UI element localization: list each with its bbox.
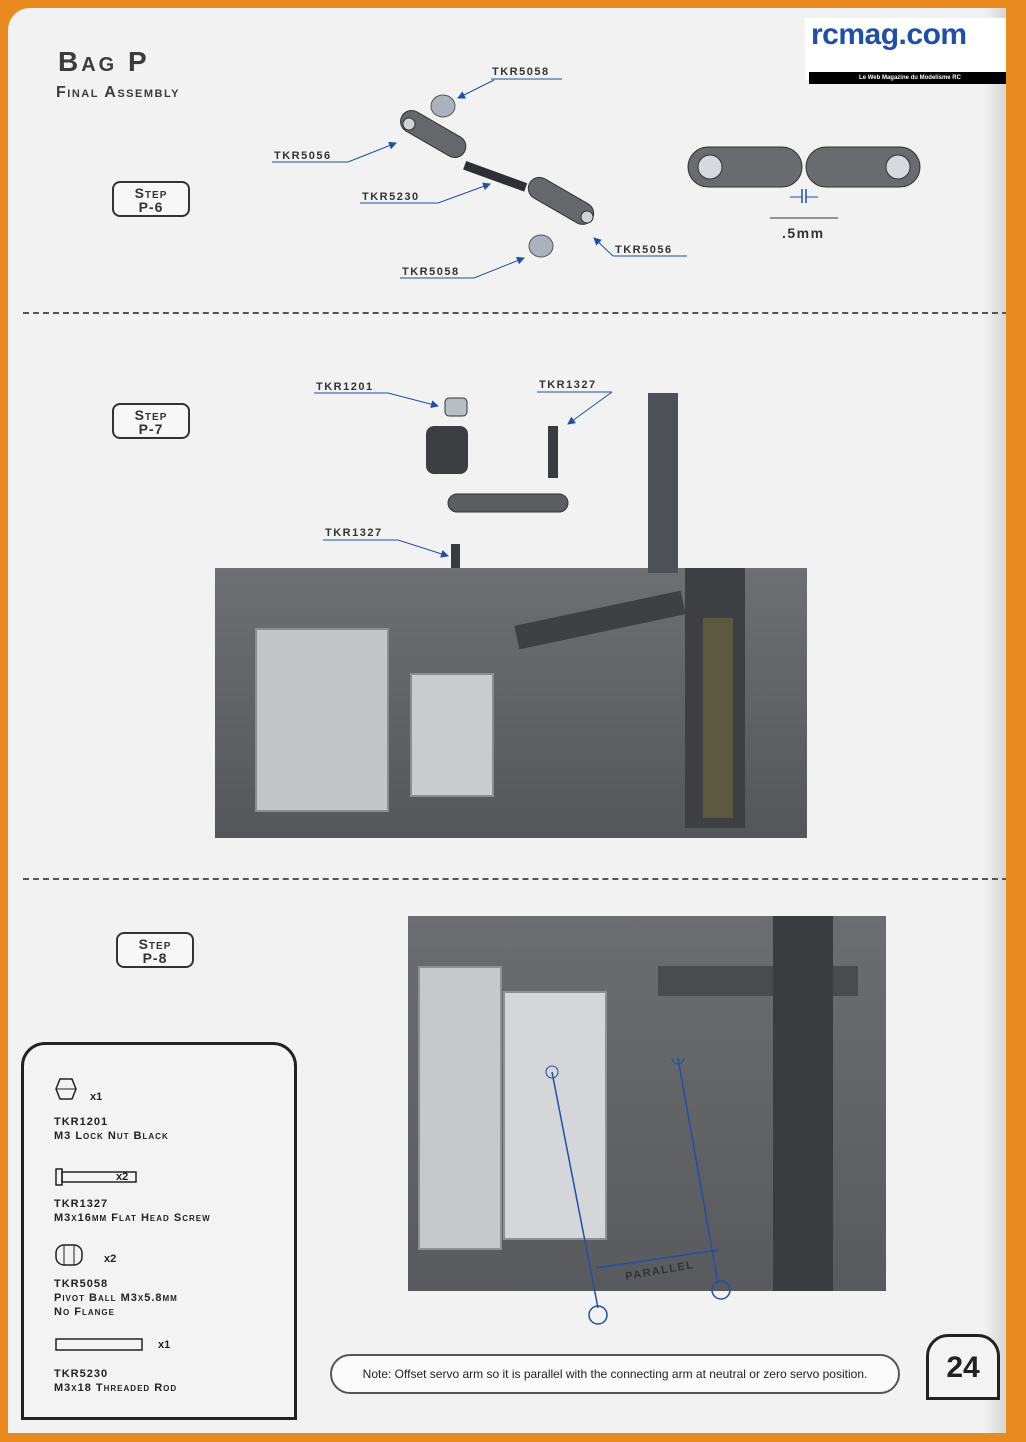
bag-title: Bag P xyxy=(58,46,150,77)
part-desc: Pivot Ball M3x5.8mm xyxy=(54,1292,178,1304)
step-p7-badge: Step P-7 xyxy=(112,403,190,439)
part-desc-line2: No Flange xyxy=(54,1306,115,1318)
battery-box-closeup xyxy=(418,966,502,1250)
threaded-rod xyxy=(463,160,528,192)
lock-nut xyxy=(444,397,468,417)
pivot-ball-top xyxy=(430,94,456,118)
step-id: P-7 xyxy=(138,421,164,437)
servo-closeup xyxy=(503,991,607,1240)
step-p7-chassis-render xyxy=(215,568,807,838)
pivot-ball-icon xyxy=(55,1244,83,1266)
part-qty: x2 xyxy=(104,1253,117,1265)
step-label: Step xyxy=(134,407,168,423)
part-desc: M3x18 Threaded Rod xyxy=(54,1382,178,1394)
section-divider-1 xyxy=(23,312,1006,314)
parallel-indicator-diagram: PARALLEL xyxy=(545,1058,731,1325)
step-id: P-6 xyxy=(138,199,164,215)
callout-tkr1327-top: TKR1327 xyxy=(539,379,597,391)
section-divider-2 xyxy=(23,878,1006,880)
rod-end-left xyxy=(400,110,467,158)
callout-tkr5056-right: TKR5056 xyxy=(615,244,673,256)
section-subtitle: Final Assembly xyxy=(56,84,181,101)
part-code: TKR5230 xyxy=(54,1368,109,1380)
part-desc: M3 Lock Nut Black xyxy=(54,1130,169,1142)
part-desc: M3x16mm Flat Head Screw xyxy=(54,1212,211,1224)
steering-post xyxy=(773,916,833,1291)
callout-tkr5056-left: TKR5056 xyxy=(274,150,332,162)
parts-list-box: x1 TKR1201 M3 Lock Nut Black x2 TKR1327 … xyxy=(21,1042,297,1420)
gap-measurement-label: .5mm xyxy=(782,225,825,241)
flat-head-screw-top xyxy=(548,426,558,478)
manual-page: Bag P Final Assembly Step P-6 TKR5058 TK xyxy=(8,8,1006,1433)
step-p8-badge: Step P-8 xyxy=(116,932,194,968)
servo-arm-note: Note: Offset servo arm so it is parallel… xyxy=(330,1354,900,1394)
part-qty: x1 xyxy=(158,1339,171,1351)
shock-spring xyxy=(703,618,733,818)
part-tkr5058: TKR5058 Pivot Ball M3x5.8mm No Flange xyxy=(54,1277,178,1319)
battery-box xyxy=(255,628,389,812)
part-qty: x2 xyxy=(116,1171,129,1183)
step-p8-closeup-render xyxy=(408,916,886,1291)
part-code: TKR5058 xyxy=(54,1278,109,1290)
logo-text: rcmag.com xyxy=(811,18,967,51)
step-p7-parts-callouts: TKR1201 TKR1327 TKR1327 xyxy=(314,379,613,594)
callout-tkr1201: TKR1201 xyxy=(316,381,374,393)
servo-body xyxy=(410,673,494,797)
rod-end-right xyxy=(527,176,595,225)
callout-tkr1327-bottom: TKR1327 xyxy=(325,527,383,539)
step-label: Step xyxy=(134,185,168,201)
part-code: TKR1327 xyxy=(54,1198,109,1210)
step-id: P-8 xyxy=(142,950,168,966)
steering-link xyxy=(447,493,569,513)
step-p6-exploded-diagram: TKR5058 TKR5056 TKR5230 TKR5056 TKR5058 xyxy=(272,66,687,279)
part-tkr5230: TKR5230 M3x18 Threaded Rod xyxy=(54,1367,177,1395)
lock-nut-icon xyxy=(55,1078,77,1100)
step-label: Step xyxy=(138,936,172,952)
threaded-rod-icon xyxy=(55,1338,143,1351)
page-edge-shadow xyxy=(984,8,1006,1433)
flat-head-screw-icon xyxy=(55,1168,137,1186)
pivot-ball-bottom xyxy=(528,234,554,258)
callout-tkr5058-bottom: TKR5058 xyxy=(402,266,460,278)
assembled-linkage-gap-diagram: .5mm xyxy=(687,146,921,241)
servo-saver-arm xyxy=(426,426,468,474)
page-number: 24 xyxy=(926,1334,1000,1400)
part-code: TKR1201 xyxy=(54,1116,109,1128)
part-tkr1201: TKR1201 M3 Lock Nut Black xyxy=(54,1115,169,1143)
shock-tower xyxy=(648,393,678,573)
callout-tkr5230: TKR5230 xyxy=(362,191,420,203)
callout-tkr5058-top: TKR5058 xyxy=(492,66,550,78)
logo-tagline: Le Web Magazine du Modelisme RC xyxy=(809,72,1006,84)
rcmag-logo: rcmag.com Le Web Magazine du Modelisme R… xyxy=(805,18,1006,84)
step-p6-badge: Step P-6 xyxy=(112,181,190,217)
part-tkr1327: TKR1327 M3x16mm Flat Head Screw xyxy=(54,1197,211,1225)
part-qty: x1 xyxy=(90,1091,103,1103)
